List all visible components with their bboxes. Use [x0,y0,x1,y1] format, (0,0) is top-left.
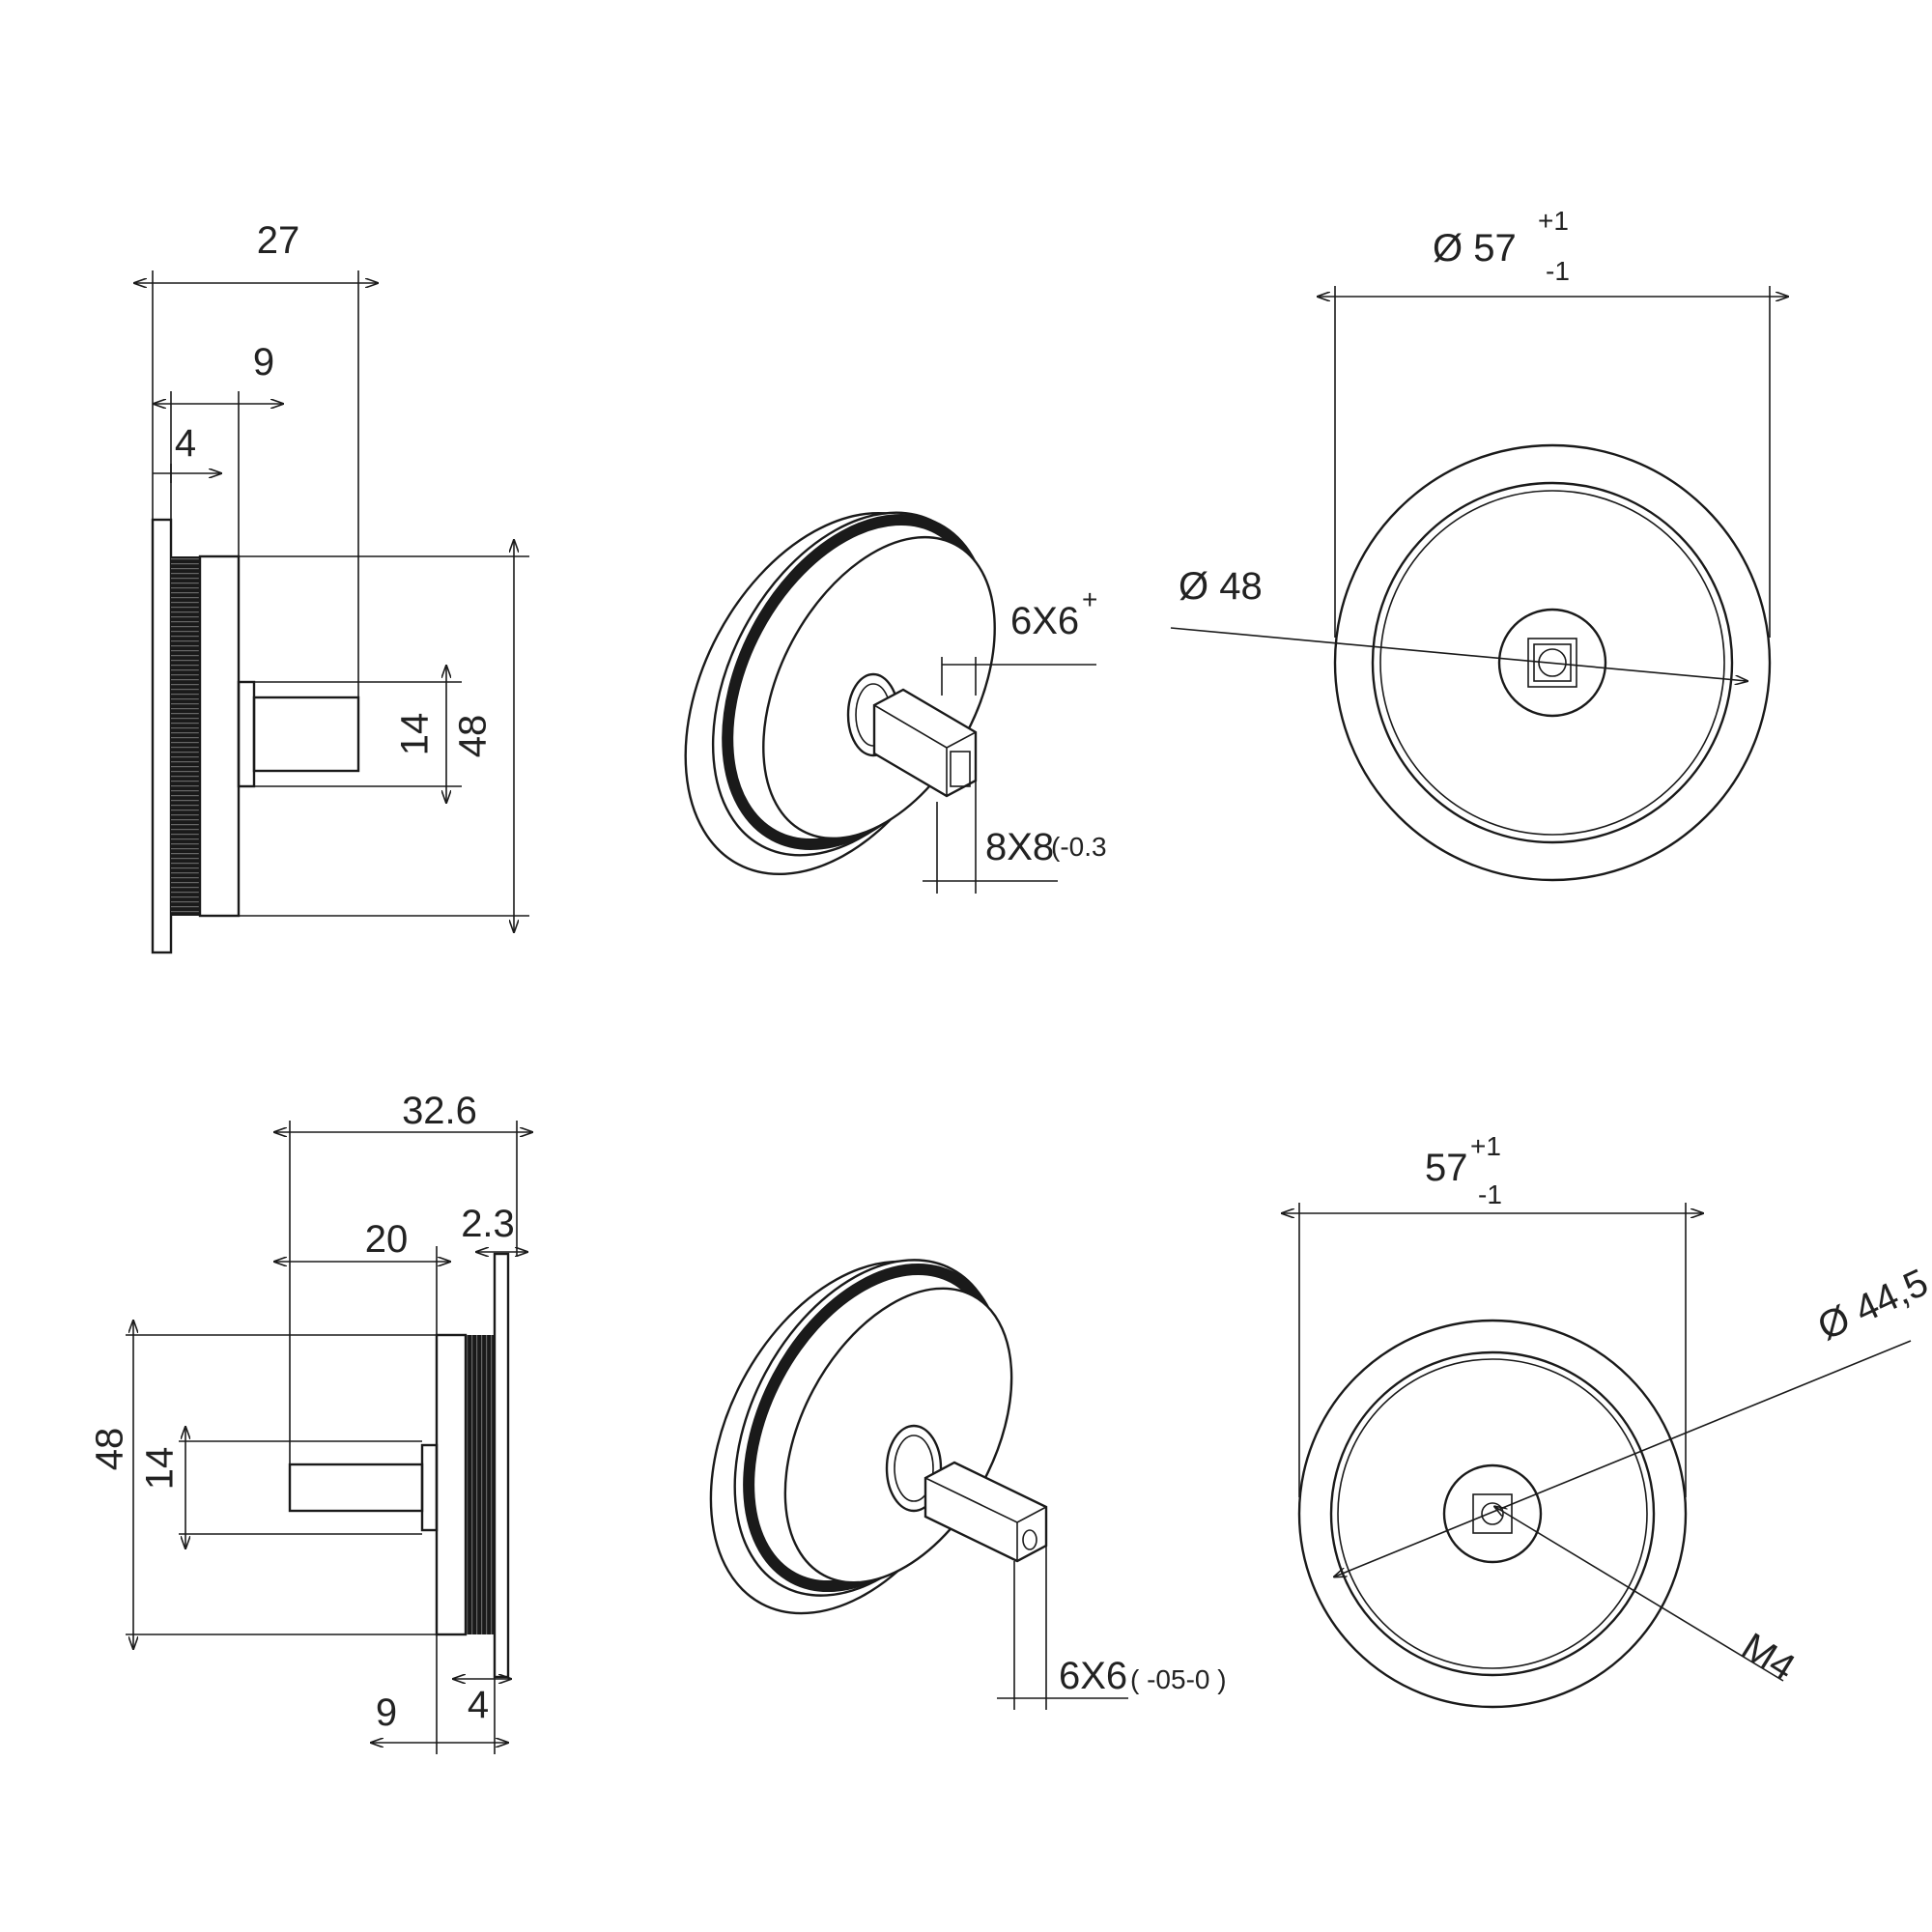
knob-body [198,554,241,918]
b-iso-6x6-label: 6X6 [1059,1655,1127,1697]
b-front-square-socket [1472,1493,1513,1534]
b-dim-9-label: 9 [376,1691,397,1734]
b-knob-body [435,1333,468,1636]
dim-14-label: 14 [394,713,437,756]
b-dim-20-label: 20 [365,1218,409,1261]
dia-57-tol-plus: +1 [1538,206,1569,236]
b-dim-4-label: 4 [468,1684,489,1726]
front-knob-circle [1371,481,1734,844]
front-outer-circle [1333,443,1772,882]
b-collar [420,1443,439,1532]
dim-4-label: 4 [175,422,196,465]
top-front-view: Ø 57 +1 -1 Ø 48 [1170,206,1787,882]
b-iso-shaft [923,1461,1048,1563]
b-dim-57-tol-minus: -1 [1478,1179,1502,1209]
bottom-front-view: 57 +1 -1 Ø 44,5 M4 [1283,1131,1932,1709]
knurled-ring [171,556,200,916]
iso-6x6-label: 6X6 [1010,600,1079,642]
dia-57-label: Ø 57 [1433,227,1517,270]
bottom-side-view: 32.6 20 2.3 48 14 9 4 [89,1090,531,1754]
front-hub-circle [1497,608,1607,718]
b-dim-57-label: 57 [1425,1147,1468,1189]
iso-8x8-tol: (-0.3 [1051,832,1107,862]
b-front-knob-circle [1329,1350,1656,1677]
b-front-hub-circle [1442,1463,1543,1564]
b-flange-plate [493,1252,510,1679]
b-dia-44-5-label: Ø 44,5 [1811,1262,1932,1350]
dim-27-label: 27 [257,219,300,262]
dim-48-label: 48 [452,715,495,758]
b-dim-2-3-label: 2.3 [461,1203,515,1245]
b-dim-14-label: 14 [139,1447,182,1491]
dim-9-label: 9 [253,341,274,384]
iso-8x8-label: 8X8 [985,826,1054,868]
b-dim-32-6-label: 32.6 [402,1090,477,1132]
b-iso-6x6-tol: ( -05-0 ) [1130,1664,1227,1694]
top-iso-view: 6X6 + 8X8 (-0.3 [684,511,1107,894]
top-side-view: 27 9 4 14 48 [135,219,529,954]
b-dim-57-tol-plus: +1 [1470,1131,1501,1161]
b-front-outer-circle [1297,1319,1688,1709]
shaft [252,696,360,773]
b-dim-48-label: 48 [89,1428,131,1471]
flange-plate [151,518,173,954]
b-knurled-ring [466,1335,495,1634]
bottom-iso-view: 6X6 ( -05-0 ) [709,1259,1227,1710]
iso-6x6-tol: + [1082,584,1097,614]
collar [237,680,256,788]
front-square-socket [1527,638,1577,688]
b-shaft [288,1463,424,1513]
b-thread-m4-label: M4 [1734,1625,1802,1690]
dia-48-label: Ø 48 [1179,565,1263,608]
dia-57-tol-minus: -1 [1546,256,1570,286]
